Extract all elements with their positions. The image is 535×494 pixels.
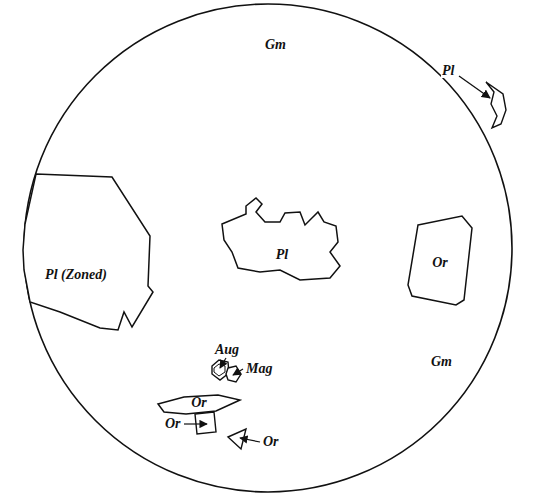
field-of-view	[24, 4, 512, 492]
orthoclase-crystal	[195, 412, 216, 434]
crystal-border	[158, 395, 240, 414]
leader-arrow	[184, 423, 207, 424]
mineral-label: Or	[420, 256, 460, 271]
plagioclase-crystal: Pl	[220, 196, 344, 284]
mineral-label: Or	[184, 396, 214, 411]
leader-arrow	[220, 358, 226, 368]
crystal-border	[23, 174, 153, 330]
crystal-border	[408, 216, 472, 305]
mineral-label: Pl	[441, 64, 455, 78]
groundmass-label: Gm	[264, 38, 287, 52]
orthoclase-crystal: Or	[406, 214, 474, 308]
mineral-label: Or	[262, 435, 280, 449]
magnetite-crystal	[226, 366, 241, 382]
mineral-label: Pl	[262, 248, 302, 263]
zoned-plagioclase-crystal: Pl (Zoned)	[22, 172, 156, 334]
leader-arrow	[233, 369, 243, 375]
mineral-label: Or	[164, 417, 182, 431]
orthoclase-crystal: Or	[156, 392, 242, 416]
crystal-outline	[486, 82, 506, 128]
mineral-label: Pl (Zoned)	[44, 268, 108, 283]
crystal-outline	[22, 172, 156, 334]
leader-arrow	[459, 76, 490, 98]
mineral-label: Aug	[214, 343, 240, 357]
augite-inner	[214, 364, 225, 376]
crystal-border	[222, 198, 340, 280]
crystal-outline	[220, 196, 344, 284]
groundmass-label: Gm	[430, 355, 453, 369]
leader-arrow	[240, 438, 260, 442]
mineral-label: Mag	[245, 362, 273, 376]
